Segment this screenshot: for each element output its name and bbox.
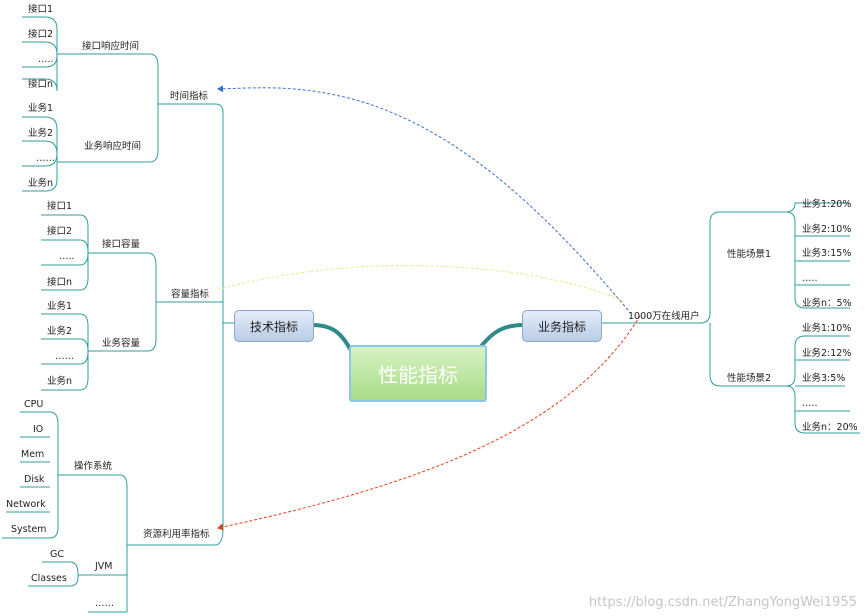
- scene2-item-4[interactable]: …..: [802, 398, 818, 409]
- cap-biz-item-1[interactable]: 业务1: [47, 301, 73, 312]
- center-link-left: [311, 323, 354, 354]
- scene2-item-n[interactable]: 业务n：20%: [802, 422, 858, 433]
- branch-time: [127, 103, 224, 546]
- scene2-label[interactable]: 性能场景2: [727, 373, 772, 384]
- resource-indicator-label[interactable]: 资源利用率指标: [143, 529, 210, 540]
- biz-item-1[interactable]: 业务1: [28, 103, 54, 114]
- branch-time-biz: [22, 116, 58, 192]
- os-item-disk[interactable]: Disk: [24, 474, 45, 485]
- os-label[interactable]: 操作系统: [74, 461, 113, 472]
- biz-item-2[interactable]: 业务2: [28, 128, 54, 139]
- branch-users: [602, 202, 860, 434]
- resource-more[interactable]: ……: [95, 598, 114, 609]
- users-label[interactable]: 1000万在线用户: [628, 311, 700, 322]
- cap-biz-item-2[interactable]: 业务2: [47, 326, 73, 337]
- api-item-3[interactable]: …..: [38, 54, 54, 65]
- branch-time-api: [22, 16, 159, 163]
- arrow-to-capacity: [215, 265, 625, 303]
- scene1-item-2[interactable]: 业务2:10%: [802, 224, 852, 235]
- jvm-item-classes[interactable]: Classes: [31, 573, 67, 584]
- branch-cap-biz: [41, 313, 89, 391]
- arrow-to-resource: [217, 315, 641, 531]
- scene1-label[interactable]: 性能场景1: [727, 249, 772, 260]
- scene2-item-3[interactable]: 业务3:5%: [802, 373, 846, 384]
- cap-api-item-1[interactable]: 接口1: [47, 201, 73, 212]
- cap-biz-item-3[interactable]: ……: [55, 351, 74, 362]
- branch-cap-api: [41, 214, 223, 352]
- os-item-network[interactable]: Network: [6, 499, 46, 510]
- biz-capacity-label[interactable]: 业务容量: [102, 338, 141, 349]
- api-item-n[interactable]: 接口n: [28, 79, 54, 90]
- cap-api-item-2[interactable]: 接口2: [47, 226, 73, 237]
- business-node[interactable]: 业务指标: [522, 310, 602, 342]
- jvm-label[interactable]: JVM: [95, 561, 113, 572]
- os-item-cpu[interactable]: CPU: [24, 399, 44, 410]
- scene2-item-1[interactable]: 业务1:10%: [802, 323, 852, 334]
- cap-api-item-n[interactable]: 接口n: [47, 277, 73, 288]
- os-item-system[interactable]: System: [11, 524, 47, 535]
- scene1-item-4[interactable]: …..: [802, 273, 818, 284]
- scene2-item-2[interactable]: 业务2:12%: [802, 348, 852, 359]
- os-item-io[interactable]: IO: [33, 424, 44, 435]
- biz-response-time-label[interactable]: 业务响应时间: [84, 141, 142, 152]
- tech-node[interactable]: 技术指标: [234, 310, 314, 342]
- watermark: https://blog.csdn.net/ZhangYongWei1955: [588, 595, 857, 610]
- scene1-item-n[interactable]: 业务n：5%: [802, 298, 852, 309]
- biz-item-3[interactable]: ……: [36, 153, 55, 164]
- api-response-time-label[interactable]: 接口响应时间: [82, 41, 140, 52]
- api-item-2[interactable]: 接口2: [28, 29, 54, 40]
- api-capacity-label[interactable]: 接口容量: [102, 239, 141, 250]
- center-node[interactable]: 性能指标: [349, 345, 487, 402]
- jvm-item-gc[interactable]: GC: [50, 549, 64, 560]
- cap-biz-item-n[interactable]: 业务n: [47, 376, 73, 387]
- branch-os: [2, 411, 128, 612]
- scene1-item-3[interactable]: 业务3:15%: [802, 248, 852, 259]
- api-item-1[interactable]: 接口1: [28, 4, 54, 15]
- arrow-to-time: [217, 85, 629, 311]
- scene1-item-1[interactable]: 业务1:20%: [802, 199, 852, 210]
- capacity-indicator-label[interactable]: 容量指标: [171, 289, 210, 300]
- time-indicator-label[interactable]: 时间指标: [170, 91, 209, 102]
- biz-item-n[interactable]: 业务n: [28, 178, 54, 189]
- os-item-mem[interactable]: Mem: [21, 449, 45, 460]
- branch-jvm: [28, 561, 127, 613]
- cap-api-item-3[interactable]: …..: [59, 251, 75, 262]
